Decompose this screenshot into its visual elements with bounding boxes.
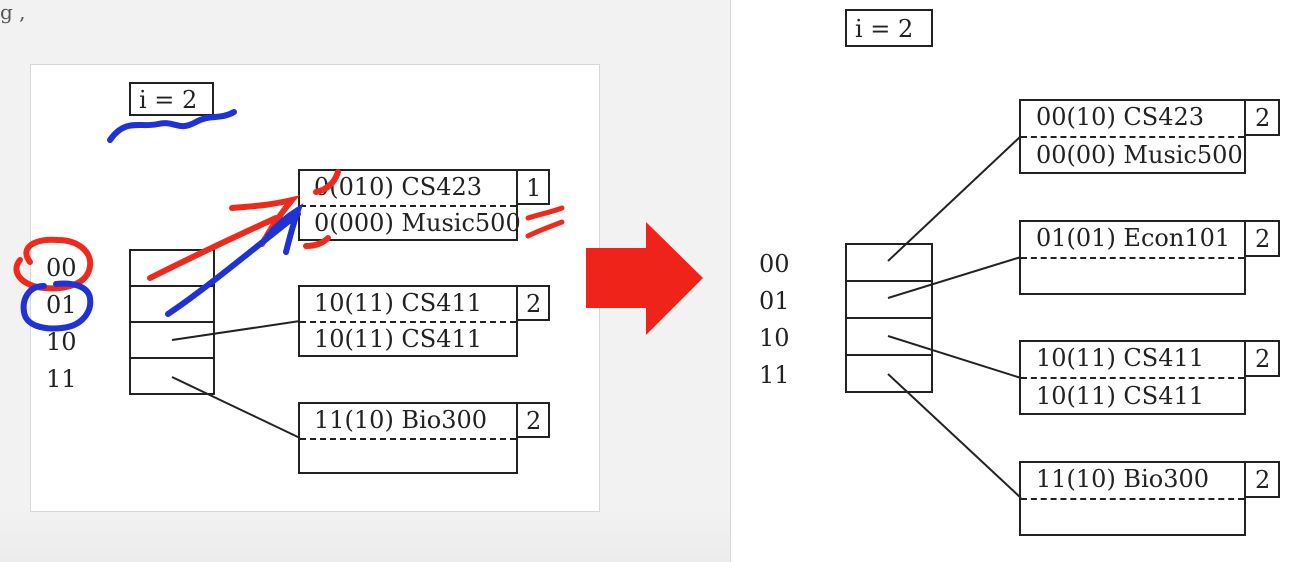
- left-bucket-1-depth-box: 1: [516, 169, 550, 205]
- right-pointer-00: [887, 135, 1022, 262]
- blue-circle-annotation: [20, 280, 94, 332]
- right-dir-cell-11: [845, 354, 933, 393]
- right-pointer-01: [887, 256, 1022, 299]
- left-pointer-11: [171, 376, 301, 439]
- left-dir-label-01: 01: [46, 291, 77, 319]
- blue-pointer-annotation: [165, 211, 301, 317]
- right-bucket-3-record-2: 10(11) CS411: [1036, 382, 1205, 410]
- left-bucket-3-depth: 2: [526, 407, 542, 435]
- red-bracket-bottom-annotation: [303, 235, 331, 249]
- red-bracket-top-annotation: [313, 169, 341, 195]
- left-bucket-3-record-1: 11(10) Bio300: [314, 406, 488, 434]
- left-bucket-1-depth: 1: [526, 174, 542, 202]
- left-bucket-1: [298, 169, 518, 241]
- right-bucket-3-divider: [1021, 377, 1244, 379]
- right-bucket-1-record-1: 00(10) CS423: [1036, 103, 1205, 131]
- left-bucket-2-depth-box: 2: [516, 285, 550, 321]
- right-bucket-4-record-1: 11(10) Bio300: [1036, 465, 1210, 493]
- right-dir-label-10: 10: [759, 324, 790, 352]
- left-bucket-2-divider: [300, 321, 516, 323]
- left-bucket-2-record-1: 10(11) CS411: [314, 289, 483, 317]
- blue-underline-annotation: [107, 109, 237, 143]
- right-dir-label-11: 11: [759, 361, 790, 389]
- left-global-depth-box: i = 2: [129, 82, 214, 116]
- left-bucket-3-depth-box: 2: [516, 402, 550, 438]
- red-circle-annotation: [13, 236, 94, 292]
- right-bucket-3-depth-box: 2: [1244, 340, 1280, 377]
- right-bucket-4-depth-box: 2: [1244, 461, 1280, 498]
- right-bucket-2-divider: [1021, 257, 1244, 259]
- left-bucket-2-depth: 2: [526, 290, 542, 318]
- left-bucket-1-divider: [300, 205, 516, 207]
- right-global-depth-box: i = 2: [845, 9, 933, 47]
- right-bucket-4: [1019, 461, 1246, 536]
- red-pointer-annotation: [147, 215, 279, 281]
- right-bucket-2-depth: 2: [1255, 225, 1271, 253]
- right-bucket-3-depth: 2: [1255, 345, 1271, 373]
- big-right-arrow-icon: [586, 222, 703, 335]
- left-dir-label-10: 10: [46, 328, 77, 356]
- right-bucket-4-depth: 2: [1255, 466, 1271, 494]
- top-corner-mark: g ,: [0, 0, 26, 24]
- right-global-depth-label: i = 2: [855, 15, 914, 43]
- right-bucket-3-record-1: 10(11) CS411: [1036, 344, 1205, 372]
- right-pointer-11: [887, 373, 1022, 499]
- left-dir-cell-11: [129, 357, 215, 395]
- left-diagram-page: [30, 64, 600, 512]
- left-bucket-1-record-1: 0(010) CS423: [314, 173, 483, 201]
- bottom-blurred-strip: [0, 505, 730, 562]
- red-double-mark-annotation: [525, 205, 565, 239]
- left-bucket-1-record-2: 0(000) Music500: [314, 209, 521, 237]
- right-bucket-1-depth-box: 2: [1244, 99, 1280, 136]
- right-dir-label-00: 00: [759, 250, 790, 278]
- right-bucket-4-divider: [1021, 498, 1244, 500]
- right-bucket-1-record-2: 00(00) Music500: [1036, 141, 1243, 169]
- left-global-depth-label: i = 2: [139, 86, 198, 114]
- right-bucket-1-divider: [1021, 136, 1244, 138]
- right-bucket-2-depth-box: 2: [1244, 220, 1280, 257]
- left-bucket-3-divider: [300, 438, 516, 440]
- left-pointer-10: [171, 320, 301, 341]
- left-dir-label-11: 11: [46, 365, 77, 393]
- right-bucket-1-depth: 2: [1255, 104, 1271, 132]
- right-pointer-10: [887, 335, 1022, 379]
- left-bucket-2-record-2: 10(11) CS411: [314, 325, 483, 353]
- left-dir-label-00: 00: [46, 254, 77, 282]
- blue-arrowhead-annotation: [265, 203, 304, 255]
- right-bucket-2-record-1: 01(01) Econ101: [1036, 224, 1231, 252]
- right-dir-label-01: 01: [759, 287, 790, 315]
